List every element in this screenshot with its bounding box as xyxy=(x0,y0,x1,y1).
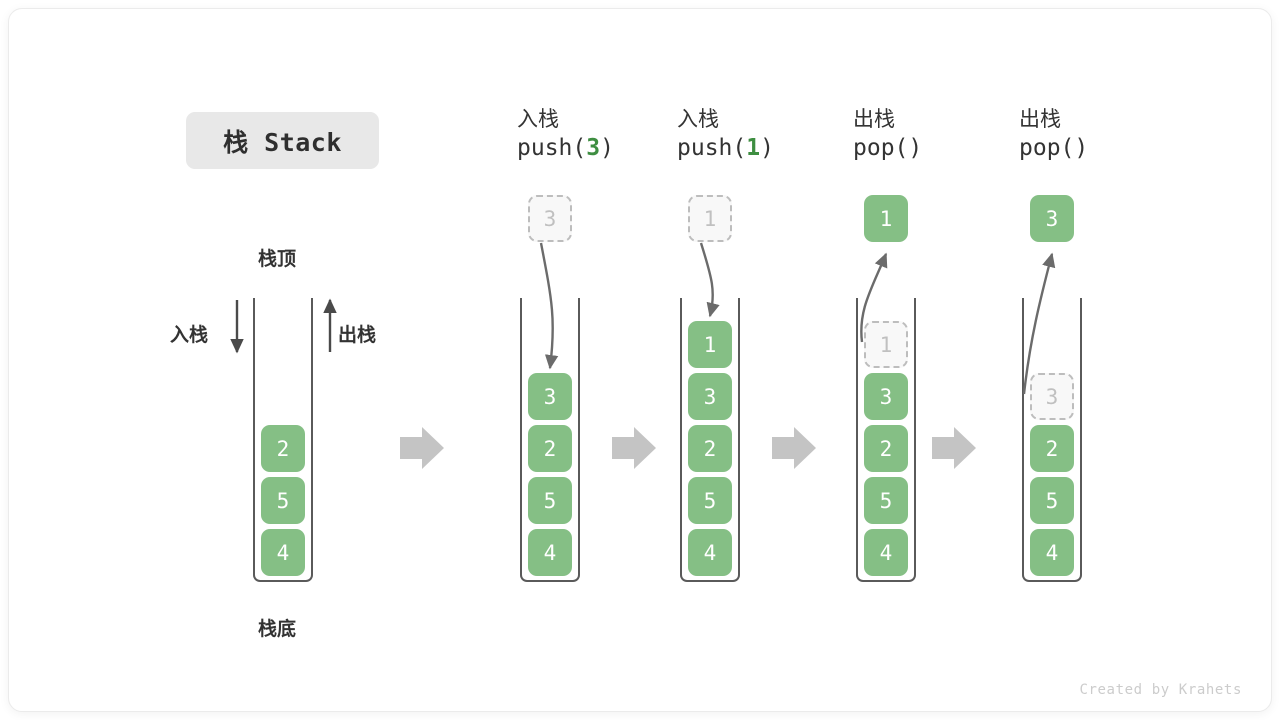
stack-3-cell-3: 3 xyxy=(864,373,908,420)
credit-watermark: Created by Krahets xyxy=(1079,682,1242,698)
step-label-code: push(1) xyxy=(677,135,774,161)
stack-3-cell-2: 2 xyxy=(864,425,908,472)
stack-2-cell-5: 5 xyxy=(688,477,732,524)
step-label-cn: 出栈 xyxy=(853,107,895,131)
stack-3-cell-5: 5 xyxy=(864,477,908,524)
step-label-arg: 1 xyxy=(746,135,761,161)
stack-3-cell-1: 1 xyxy=(864,321,908,368)
stack-4-cell-4: 4 xyxy=(1030,529,1074,576)
floating-cell-3: 3 xyxy=(528,195,572,242)
reference-stack-cell-4: 4 xyxy=(261,529,305,576)
floating-cell-1: 1 xyxy=(688,195,732,242)
pop-direction-label: 出栈 xyxy=(338,325,377,346)
step-label-code: pop() xyxy=(853,135,923,161)
floating-cell-3: 3 xyxy=(1030,195,1074,242)
stack-4-cell-3: 3 xyxy=(1030,373,1074,420)
stack-3-cell-4: 4 xyxy=(864,529,908,576)
step-label-code: push(3) xyxy=(517,135,614,161)
step-label-cn: 出栈 xyxy=(1019,107,1061,131)
stack-1-cell-2: 2 xyxy=(528,425,572,472)
push-direction-label: 入栈 xyxy=(170,325,209,346)
step-label-4: 出栈 pop() xyxy=(1019,106,1189,163)
step-label-cn: 入栈 xyxy=(677,107,719,131)
stack-2-cell-1: 1 xyxy=(688,321,732,368)
stack-top-caption: 栈顶 xyxy=(258,249,297,270)
step-label-code: pop() xyxy=(1019,135,1089,161)
stack-container-3 xyxy=(856,298,916,582)
stack-1-cell-5: 5 xyxy=(528,477,572,524)
stack-bottom-caption: 栈底 xyxy=(258,619,297,640)
floating-cell-1: 1 xyxy=(864,195,908,242)
step-label-1: 入栈 push(3) xyxy=(517,106,687,163)
step-label-3: 出栈 pop() xyxy=(853,106,1023,163)
page-title: 栈 Stack xyxy=(186,112,379,169)
reference-stack-cell-5: 5 xyxy=(261,477,305,524)
step-label-2: 入栈 push(1) xyxy=(677,106,847,163)
stack-1-cell-3: 3 xyxy=(528,373,572,420)
stack-2-cell-3: 3 xyxy=(688,373,732,420)
step-label-arg: 3 xyxy=(586,135,601,161)
stack-4-cell-2: 2 xyxy=(1030,425,1074,472)
stack-1-cell-4: 4 xyxy=(528,529,572,576)
reference-stack-container xyxy=(253,298,313,582)
stack-container-2 xyxy=(680,298,740,582)
step-label-cn: 入栈 xyxy=(517,107,559,131)
stack-2-cell-2: 2 xyxy=(688,425,732,472)
reference-stack-cell-2: 2 xyxy=(261,425,305,472)
stack-4-cell-5: 5 xyxy=(1030,477,1074,524)
stack-container-4 xyxy=(1022,298,1082,582)
stack-2-cell-4: 4 xyxy=(688,529,732,576)
stack-container-1 xyxy=(520,298,580,582)
